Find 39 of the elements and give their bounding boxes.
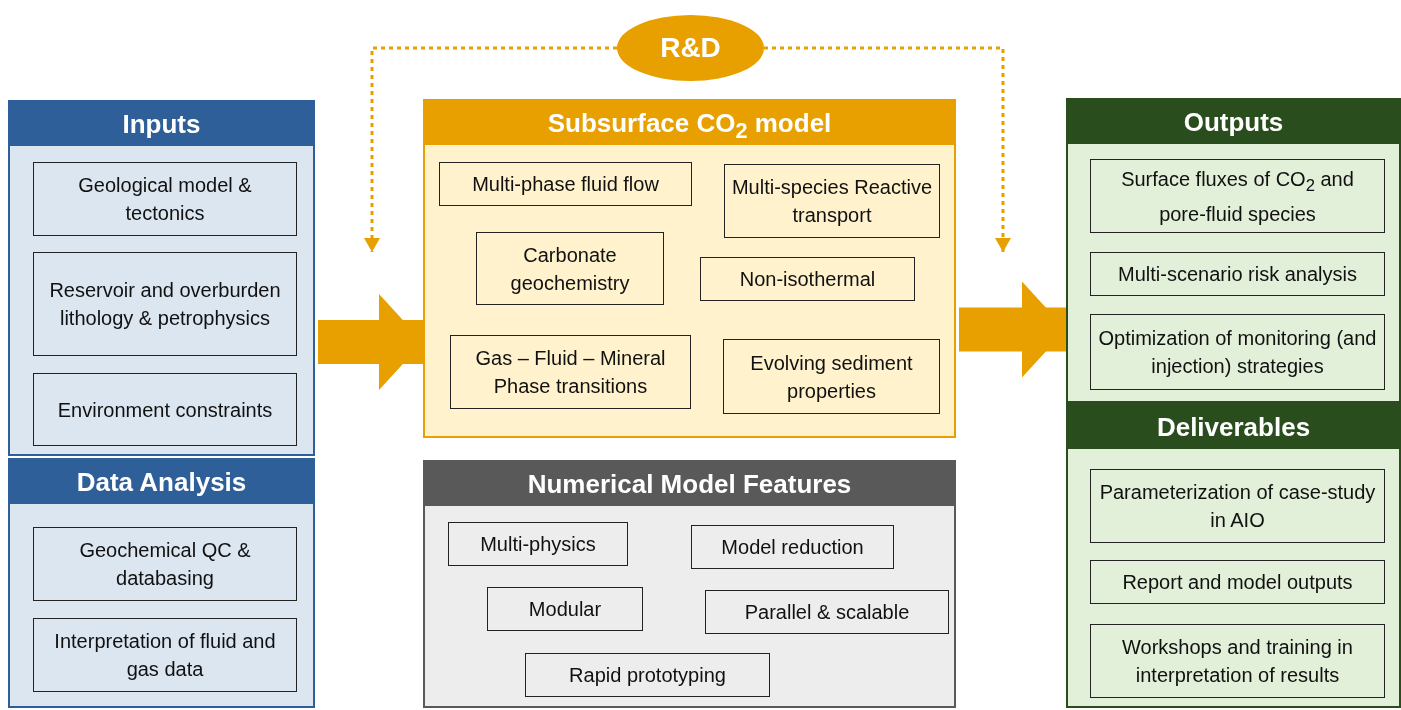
dotted-arrow [764, 46, 1011, 252]
feature-box: Multi-phase fluid flow [439, 162, 692, 206]
panel [1066, 98, 1401, 403]
panel [8, 100, 315, 456]
feature-box: Carbonate geochemistry [476, 232, 664, 305]
panel-header: Subsurface CO$_{2}$ model [425, 101, 954, 145]
label-ellipse: R&D [617, 15, 764, 81]
panel-header: Inputs [10, 102, 313, 146]
feature-box: Modular [487, 587, 643, 631]
feature-box: Workshops and training in interpretation of results [1090, 624, 1385, 698]
feature-box: Environment constraints [33, 373, 297, 446]
feature-box: Gas – Fluid – Mineral Phase transitions [450, 335, 691, 409]
panel-header: Data Analysis [10, 460, 313, 504]
panel [423, 99, 956, 438]
block-arrow [959, 281, 1066, 378]
feature-box: Geological model & tectonics [33, 162, 297, 236]
feature-box: Parallel & scalable [705, 590, 949, 634]
feature-box: Non-isothermal [700, 257, 915, 301]
feature-box: Parameterization of case-study in AIO [1090, 469, 1385, 543]
block-arrow [318, 294, 423, 391]
feature-box: Surface fluxes of CO$_{2}$ and pore-fluid species [1090, 159, 1385, 233]
panel [423, 460, 956, 708]
feature-box: Interpretation of fluid and gas data [33, 618, 297, 692]
feature-box: Multi-physics [448, 522, 628, 566]
panel [8, 458, 315, 708]
feature-box: Report and model outputs [1090, 560, 1385, 604]
panel-header: Deliverables [1068, 405, 1399, 449]
feature-box: Evolving sediment properties [723, 339, 940, 414]
feature-box: Rapid prototyping [525, 653, 770, 697]
feature-box: Geochemical QC & databasing [33, 527, 297, 601]
panel-header: Numerical Model Features [425, 462, 954, 506]
panel-header: Outputs [1068, 100, 1399, 144]
feature-box: Reservoir and overburden lithology & petrophysics [33, 252, 297, 356]
feature-box: Multi-scenario risk analysis [1090, 252, 1385, 296]
dotted-arrow [364, 46, 617, 252]
feature-box: Model reduction [691, 525, 894, 569]
panel [1066, 403, 1401, 708]
feature-box: Multi-species Reactive transport [724, 164, 940, 238]
feature-box: Optimization of monitoring (and injection) strategies [1090, 314, 1385, 390]
